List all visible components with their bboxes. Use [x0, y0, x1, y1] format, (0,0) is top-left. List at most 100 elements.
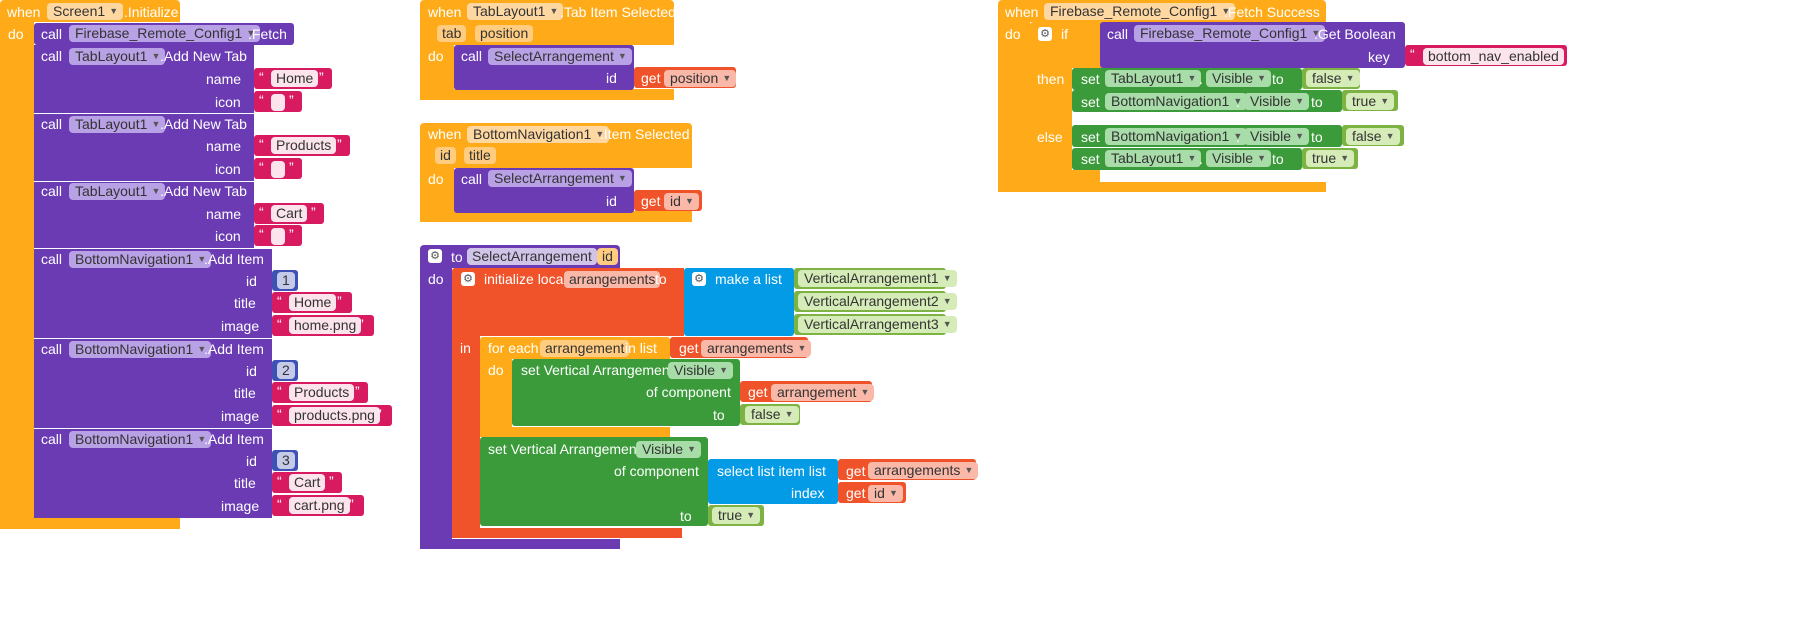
- variable-dropdown[interactable]: arrangement▼: [771, 384, 875, 401]
- text-value-empty[interactable]: [271, 161, 285, 178]
- variable-dropdown[interactable]: position▼: [664, 70, 737, 87]
- quote-icon: “: [259, 136, 264, 152]
- property-dropdown[interactable]: Visible▼: [668, 362, 733, 379]
- procedure-dropdown[interactable]: SelectArrangement▼: [488, 170, 632, 187]
- procedure-name-field[interactable]: SelectArrangement: [467, 248, 597, 265]
- variable-dropdown[interactable]: id▼: [868, 485, 903, 502]
- text-value[interactable]: bottom_nav_enabled: [1423, 48, 1564, 65]
- call-keyword: call: [461, 171, 483, 187]
- do-keyword: do: [428, 271, 444, 287]
- tablayout-dropdown[interactable]: TabLayout1▼: [69, 116, 166, 133]
- property-dropdown[interactable]: Visible▼: [1206, 150, 1271, 167]
- event-block-spine: [0, 22, 34, 520]
- quote-icon: ”: [337, 136, 342, 152]
- call-keyword: call: [41, 431, 63, 447]
- bottomnav-dropdown[interactable]: BottomNavigation1▼: [69, 431, 212, 448]
- component-dropdown[interactable]: BottomNavigation1▼: [1105, 128, 1248, 145]
- boolean-dropdown[interactable]: true▼: [1306, 150, 1355, 167]
- quote-icon: ”: [359, 316, 364, 332]
- quote-icon: “: [259, 226, 264, 242]
- boolean-dropdown[interactable]: false▼: [1306, 70, 1360, 87]
- text-value[interactable]: home.png: [289, 317, 362, 334]
- loop-variable-name[interactable]: arrangement: [540, 340, 630, 357]
- text-value-empty[interactable]: [271, 94, 285, 111]
- text-value[interactable]: Products: [289, 384, 355, 401]
- tablayout-dropdown[interactable]: TabLayout1▼: [467, 3, 564, 20]
- chevron-down-icon: ▼: [722, 73, 732, 83]
- component-dropdown[interactable]: VerticalArrangement1▼: [798, 270, 957, 287]
- chevron-down-icon: ▼: [942, 273, 952, 283]
- firebase-component-dropdown[interactable]: Firebase_Remote_Config1▼: [69, 25, 261, 42]
- bottomnav-dropdown[interactable]: BottomNavigation1▼: [69, 341, 212, 358]
- text-value[interactable]: Home: [289, 294, 337, 311]
- number-value[interactable]: 3: [277, 452, 295, 469]
- tablayout-dropdown[interactable]: TabLayout1▼: [69, 48, 166, 65]
- boolean-dropdown[interactable]: true▼: [712, 507, 761, 524]
- event-block-spine: [420, 45, 454, 91]
- gear-icon[interactable]: ⚙: [692, 272, 706, 286]
- property-dropdown[interactable]: Visible▼: [1244, 93, 1309, 110]
- local-variable-name[interactable]: arrangements: [564, 271, 661, 288]
- firebase-component-dropdown[interactable]: Firebase_Remote_Config1▼: [1134, 25, 1326, 42]
- chevron-down-icon: ▼: [687, 444, 696, 454]
- text-value[interactable]: Cart: [289, 474, 326, 491]
- tablayout-dropdown[interactable]: TabLayout1▼: [69, 183, 166, 200]
- text-value-empty[interactable]: [271, 228, 285, 245]
- bottomnav-dropdown[interactable]: BottomNavigation1▼: [69, 251, 212, 268]
- component-dropdown[interactable]: VerticalArrangement2▼: [798, 293, 957, 310]
- gear-icon[interactable]: ⚙: [461, 272, 475, 286]
- text-value[interactable]: cart.png: [289, 497, 350, 514]
- component-dropdown[interactable]: TabLayout1▼: [1105, 150, 1202, 167]
- variable-dropdown[interactable]: id▼: [664, 193, 699, 210]
- event-param[interactable]: id: [435, 147, 456, 164]
- property-dropdown[interactable]: Visible▼: [636, 441, 701, 458]
- chevron-down-icon: ▼: [1345, 73, 1355, 83]
- component-dropdown[interactable]: BottomNavigation1▼: [1105, 93, 1248, 110]
- variable-dropdown[interactable]: arrangements▼: [868, 462, 979, 479]
- call-keyword: call: [461, 48, 483, 64]
- text-value[interactable]: Home: [271, 70, 319, 87]
- gear-icon[interactable]: ⚙: [1038, 27, 1052, 41]
- component-dropdown[interactable]: VerticalArrangement3▼: [798, 316, 957, 333]
- procedure-param[interactable]: id: [597, 248, 618, 265]
- to-keyword: to: [1272, 151, 1284, 167]
- boolean-dropdown[interactable]: false▼: [745, 406, 799, 423]
- param-label: title: [234, 385, 256, 401]
- firebase-component-dropdown[interactable]: Firebase_Remote_Config1▼: [1044, 3, 1236, 20]
- text-value[interactable]: Cart: [271, 205, 308, 222]
- chevron-down-icon: ▼: [617, 173, 627, 183]
- param-label: id: [246, 453, 257, 469]
- property-dropdown[interactable]: Visible▼: [1244, 128, 1309, 145]
- gear-icon[interactable]: ⚙: [428, 249, 442, 263]
- event-param[interactable]: tab: [437, 25, 467, 42]
- event-param[interactable]: position: [475, 25, 534, 42]
- event-param[interactable]: title: [464, 147, 496, 164]
- boolean-dropdown[interactable]: false▼: [1346, 128, 1400, 145]
- boolean-dropdown[interactable]: true▼: [1346, 93, 1395, 110]
- property-dropdown[interactable]: Visible▼: [1206, 70, 1271, 87]
- initialize-label: initialize local: [484, 271, 567, 287]
- select-list-item-block[interactable]: [708, 459, 838, 504]
- number-value[interactable]: 1: [277, 272, 295, 289]
- when-keyword: when: [7, 4, 41, 20]
- component-dropdown[interactable]: TabLayout1▼: [1105, 70, 1202, 87]
- bottomnav-dropdown[interactable]: BottomNavigation1▼: [467, 126, 610, 143]
- event-name: .Initialize: [124, 4, 179, 20]
- else-keyword: else: [1037, 129, 1063, 145]
- chevron-down-icon: ▼: [1295, 131, 1304, 141]
- event-name: .Fetch Success: [1224, 4, 1320, 20]
- method-name: .Add New Tab: [160, 116, 247, 132]
- method-name: .Add New Tab: [160, 183, 247, 199]
- text-value[interactable]: products.png: [289, 407, 380, 424]
- chevron-down-icon: ▼: [617, 51, 627, 61]
- chevron-down-icon: ▼: [151, 119, 161, 129]
- procedure-dropdown[interactable]: SelectArrangement▼: [488, 48, 632, 65]
- to-keyword: to: [680, 508, 692, 524]
- param-label: id: [246, 363, 257, 379]
- number-value[interactable]: 2: [277, 362, 295, 379]
- variable-dropdown[interactable]: arrangements▼: [701, 340, 812, 357]
- method-name: .Add Item: [204, 431, 264, 447]
- quote-icon: ”: [319, 69, 324, 85]
- text-value[interactable]: Products: [271, 137, 337, 154]
- screen-component-dropdown[interactable]: Screen1▼: [47, 3, 124, 20]
